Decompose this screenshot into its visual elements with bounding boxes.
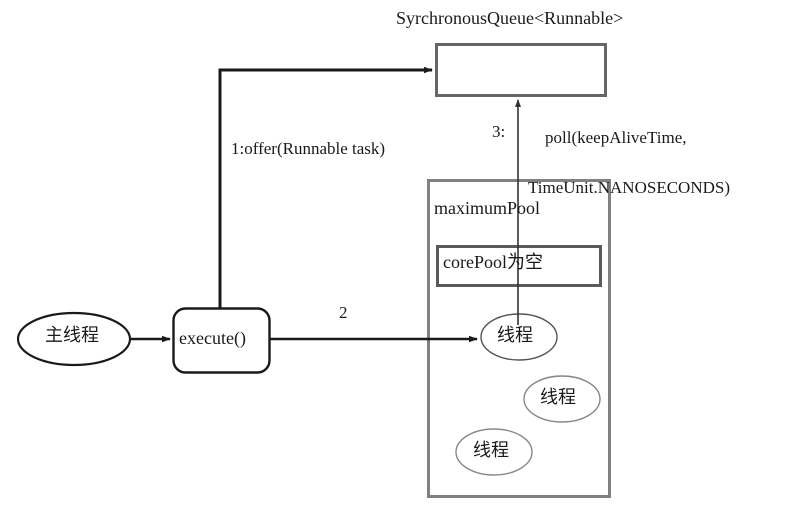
synchronous-queue-box: [435, 43, 607, 97]
queue-title: SyrchronousQueue<Runnable>: [396, 8, 624, 28]
arrow-offer-to-queue: [218, 66, 433, 308]
maximum-pool-label: maximumPool: [434, 198, 541, 218]
thread-label: 线程: [540, 387, 576, 408]
execute-label: execute(): [179, 328, 246, 348]
execute-step-index: 2: [339, 303, 348, 322]
main-thread-label: 主线程: [45, 325, 99, 346]
thread-ellipse-1: [480, 313, 558, 361]
poll-flow-line1: poll(keepAliveTime,: [545, 128, 687, 148]
main-thread-ellipse: [16, 311, 132, 367]
poll-flow-line2: TimeUnit.NANOSECONDS): [528, 178, 730, 198]
thread-label: 线程: [497, 325, 533, 346]
core-pool-box: [436, 245, 602, 287]
execute-box: [172, 307, 271, 374]
thread-label: 线程: [473, 440, 509, 461]
poll-flow-label: poll(keepAliveTime, TimeUnit.NANOSECONDS…: [528, 108, 730, 238]
thread-ellipse-3: [455, 428, 533, 476]
thread-ellipse-2: [523, 375, 601, 423]
offer-flow-label: 1:offer(Runnable task): [231, 139, 386, 158]
core-pool-label: corePool为空: [443, 252, 543, 272]
poll-step-index: 3:: [492, 122, 506, 141]
